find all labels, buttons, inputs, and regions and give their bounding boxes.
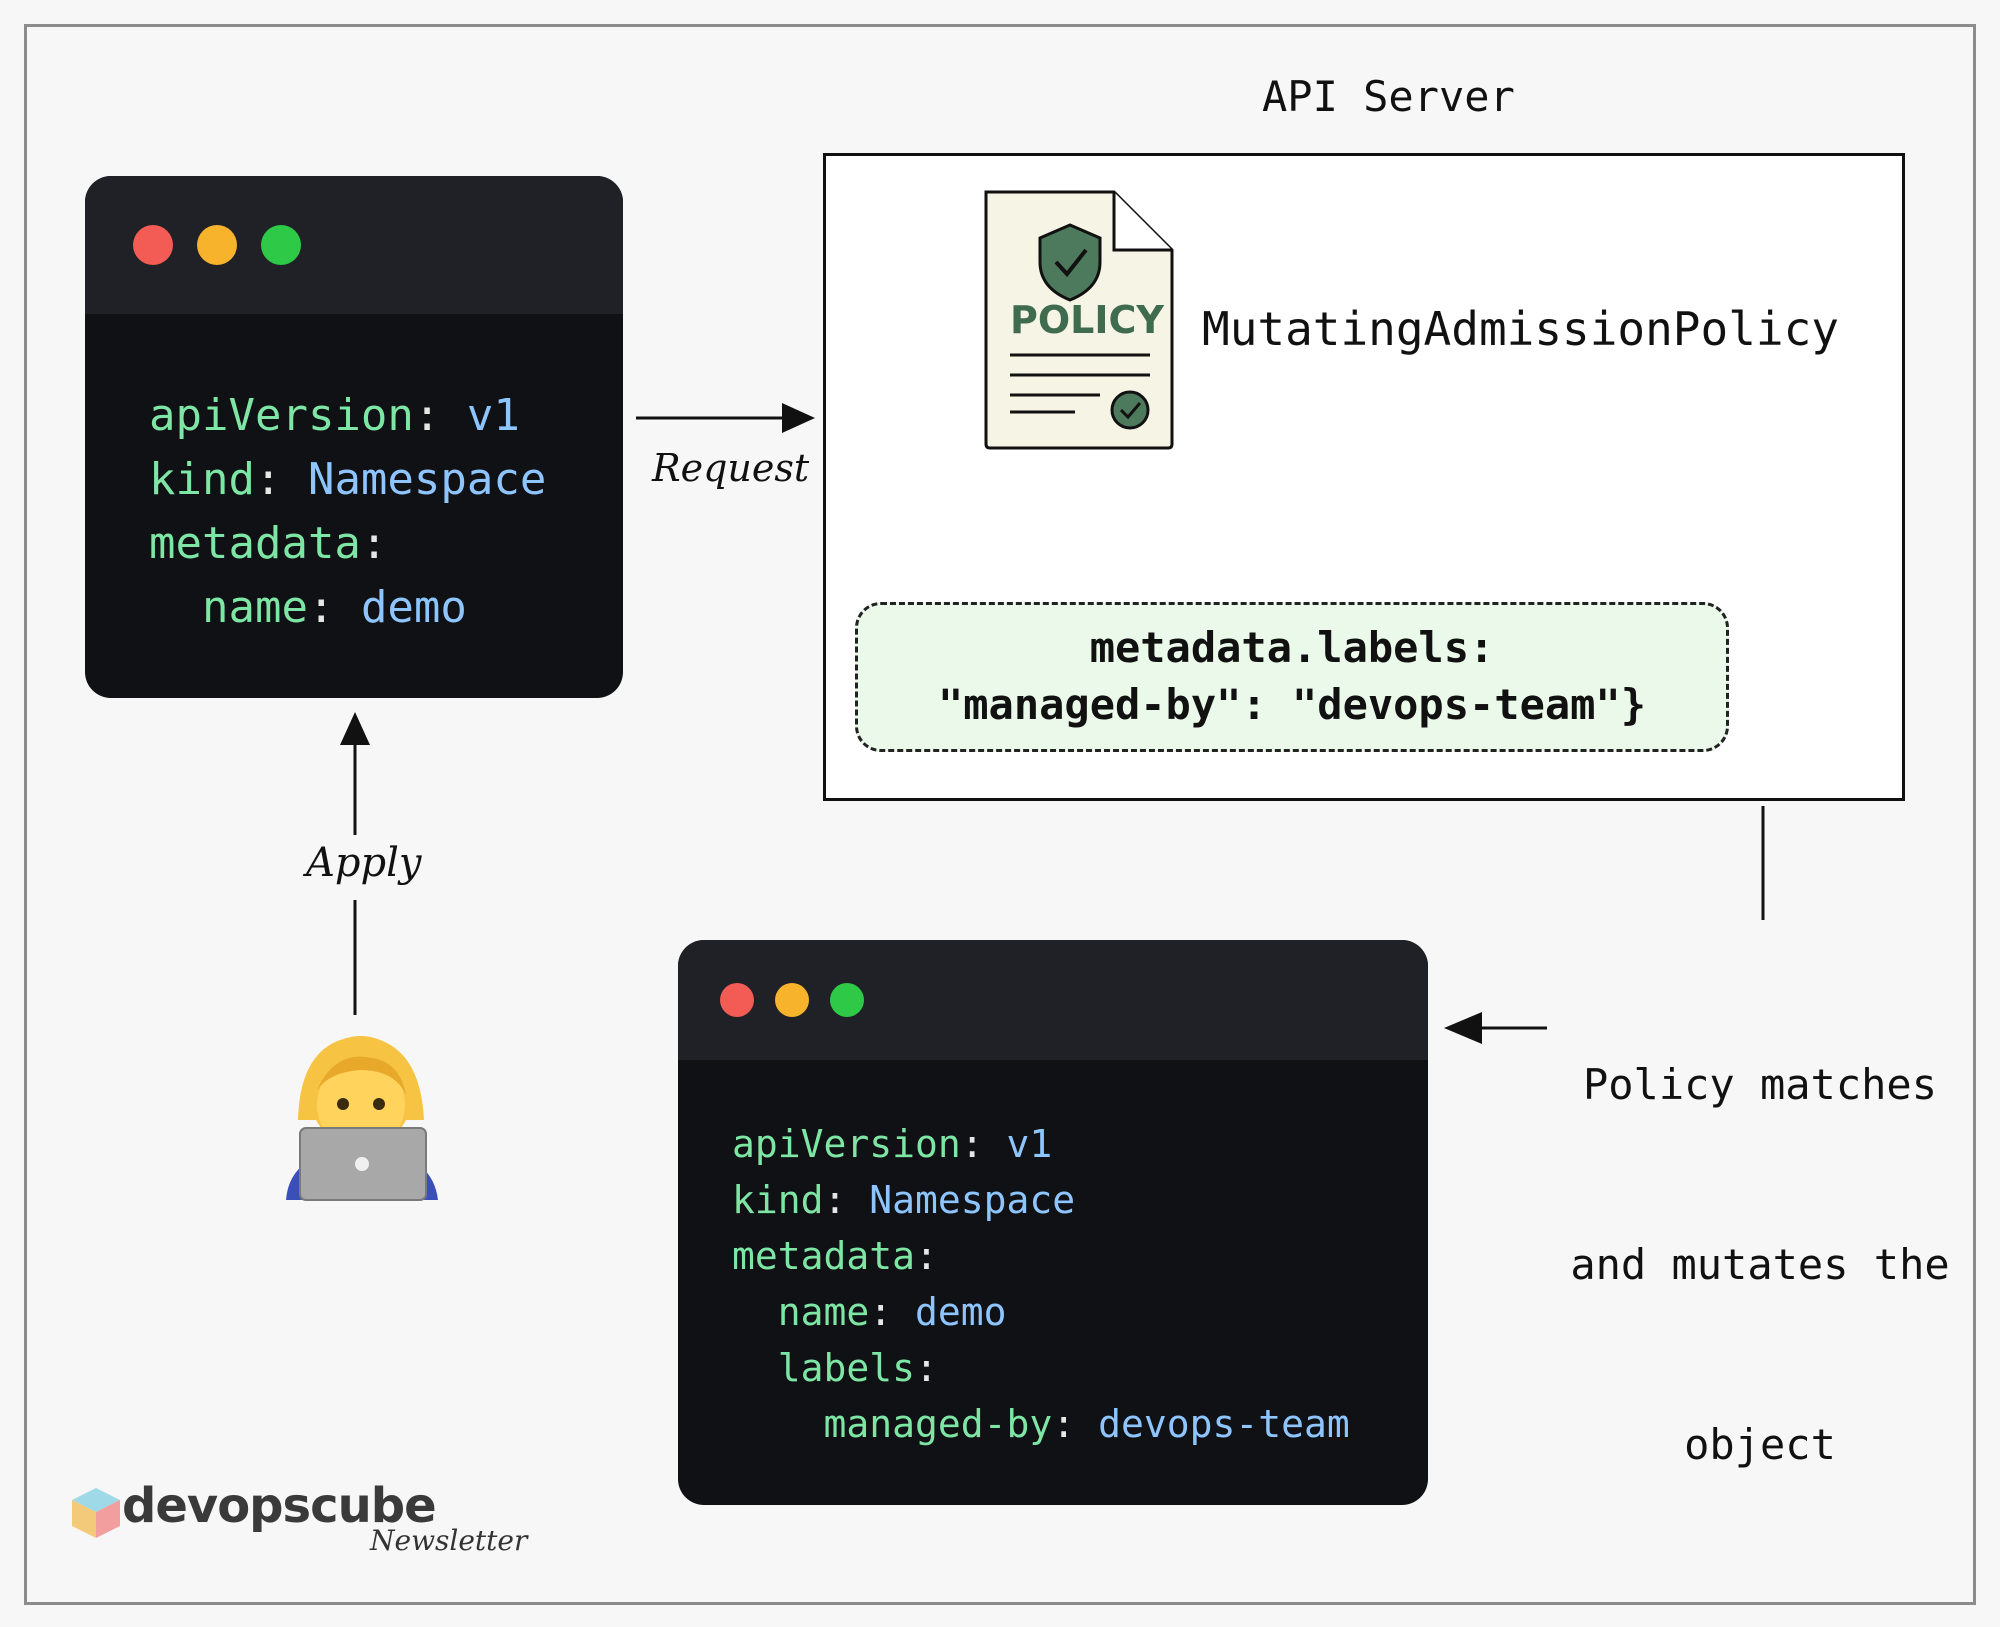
code-key: metadata: [149, 518, 361, 569]
code-key: apiVersion: [149, 390, 414, 441]
code-value: Namespace: [307, 454, 547, 505]
code-line: metadata:: [732, 1234, 938, 1278]
apply-label: Apply: [306, 840, 422, 886]
code-key: labels: [777, 1346, 916, 1390]
code-value: v1: [466, 390, 520, 441]
mutate-label-line-1: Policy matches: [1582, 1060, 1937, 1109]
code-key: name: [777, 1290, 870, 1334]
policy-name: MutatingAdmissionPolicy: [1202, 302, 1839, 356]
code-line: name: demo: [777, 1290, 1007, 1334]
code-value: demo: [915, 1290, 1007, 1334]
code-line: managed-by: devops-team: [823, 1402, 1350, 1446]
code-key: kind: [732, 1178, 824, 1222]
window-dot-yellow-icon: [775, 983, 809, 1017]
mutate-label-line-2: and mutates the: [1570, 1240, 1950, 1289]
mutate-label-line-3: object: [1684, 1420, 1836, 1469]
output-terminal-titlebar: [678, 940, 1428, 1060]
mutation-box: metadata.labels: "managed-by": "devops-t…: [855, 602, 1729, 752]
window-dot-green-icon: [261, 225, 301, 265]
output-terminal: apiVersion: v1 kind: Namespace metadata: n…: [678, 940, 1428, 1505]
input-terminal: apiVersion: v1 kind: Namespace metadata: n…: [85, 176, 623, 698]
code-key: metadata: [732, 1234, 916, 1278]
code-value: demo: [360, 582, 467, 633]
code-key: apiVersion: [732, 1122, 961, 1166]
mutation-line-1: metadata.labels:: [1089, 623, 1495, 672]
code-value: v1: [1006, 1122, 1053, 1166]
mutate-label: Policy matches and mutates the object: [1540, 935, 1980, 1535]
code-value: Namespace: [869, 1178, 1076, 1222]
code-line: name: demo: [201, 582, 467, 633]
window-dot-yellow-icon: [197, 225, 237, 265]
window-dot-red-icon: [720, 983, 754, 1017]
code-line: kind: Namespace: [149, 454, 547, 505]
input-manifest: apiVersion: v1 kind: Namespace metadata: n…: [149, 384, 546, 640]
brand-tagline: Newsletter: [370, 1524, 528, 1557]
window-dot-green-icon: [830, 983, 864, 1017]
code-line: apiVersion: v1: [732, 1122, 1053, 1166]
code-line: metadata:: [149, 518, 388, 569]
code-line: labels:: [777, 1346, 938, 1390]
input-terminal-titlebar: [85, 176, 623, 314]
code-line: apiVersion: v1: [149, 390, 520, 441]
mutation-line-2: "managed-by": "devops-team"}: [937, 680, 1646, 729]
code-line: kind: Namespace: [732, 1178, 1076, 1222]
server-title: API Server: [1262, 72, 1515, 121]
code-value: devops-team: [1098, 1402, 1350, 1446]
brand-name: devopscube: [122, 1478, 437, 1534]
code-key: name: [201, 582, 308, 633]
window-dot-red-icon: [133, 225, 173, 265]
code-key: kind: [149, 454, 255, 505]
request-label: Request: [652, 446, 810, 490]
policy-badge: POLICY: [1010, 298, 1164, 342]
output-manifest: apiVersion: v1 kind: Namespace metadata: n…: [732, 1116, 1350, 1452]
code-key: managed-by: [823, 1402, 1053, 1446]
